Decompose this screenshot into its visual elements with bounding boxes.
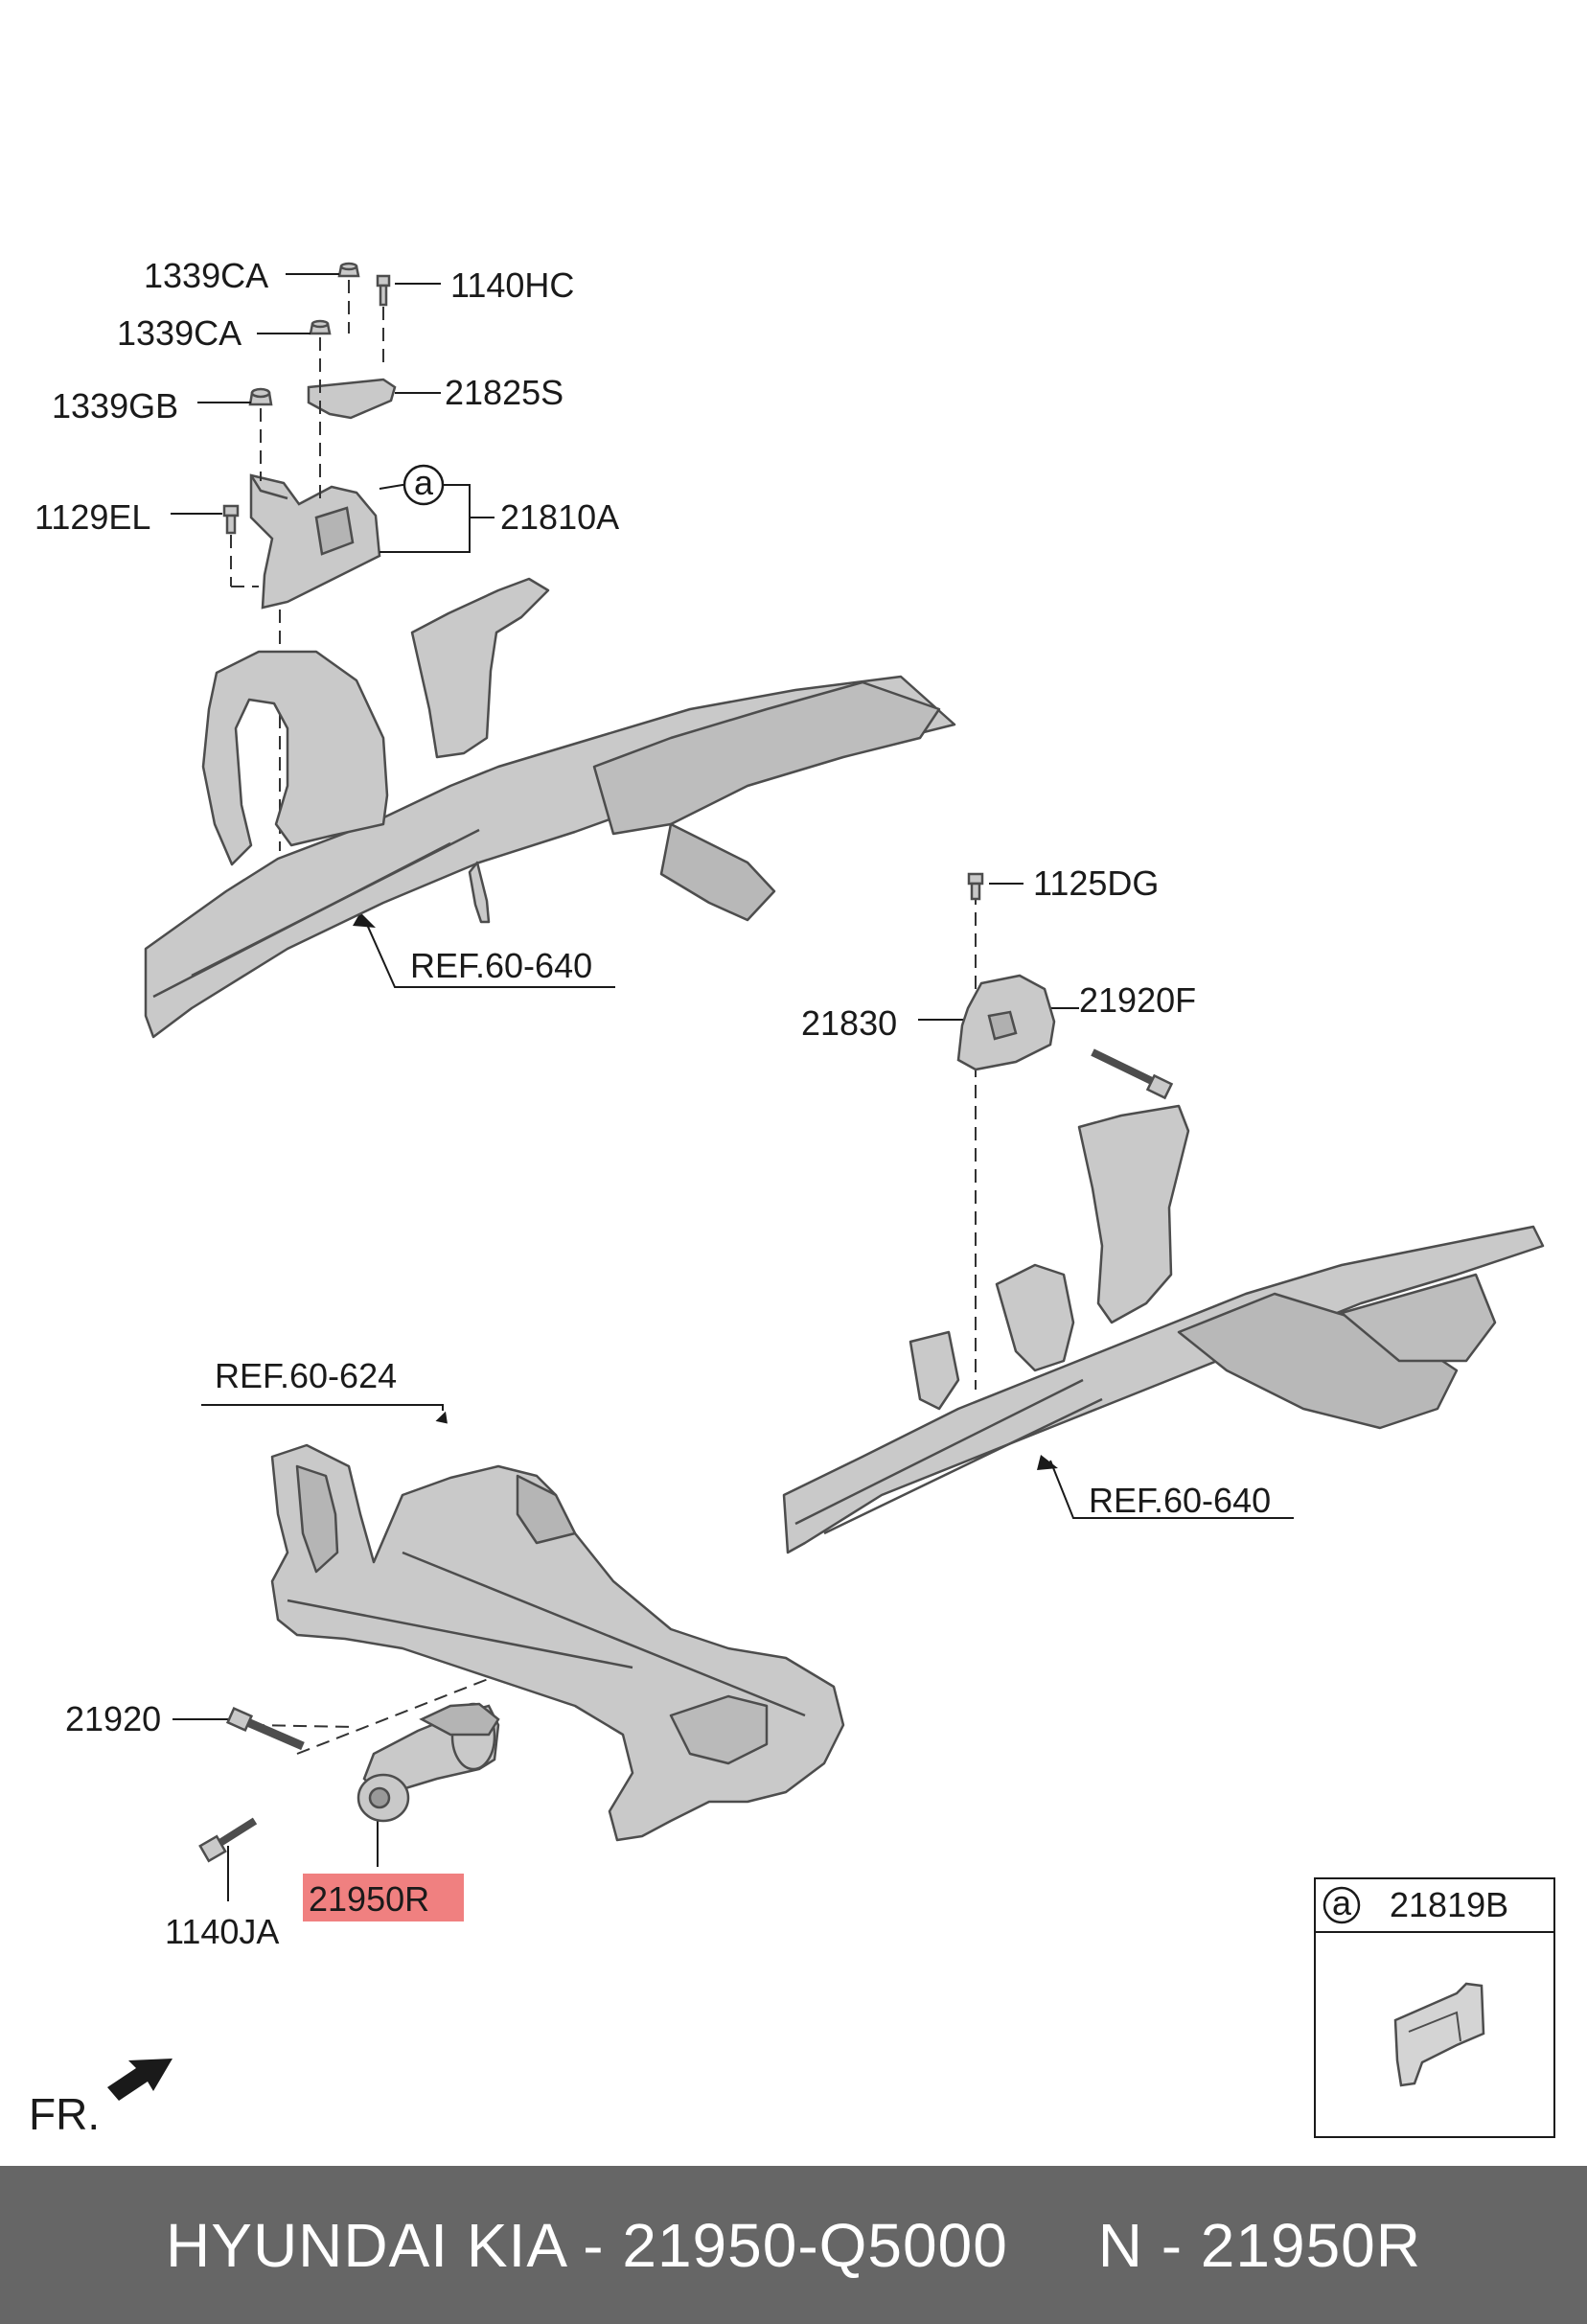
bolt-1129el	[222, 504, 240, 535]
parts-diagram: 1339CA 1140HC 1339CA 21825S 1339GB 1129E…	[29, 256, 1555, 2139]
label-ref-60-640-right: REF.60-640	[1089, 1481, 1271, 1520]
nut-1339gb	[248, 387, 273, 406]
label-fr: FR.	[29, 2089, 100, 2139]
label-ref-60-640-top: REF.60-640	[410, 946, 592, 985]
bolt-1140hc	[376, 274, 391, 307]
nut-1339ca-mid	[309, 319, 332, 335]
label-1339ca-top: 1339CA	[144, 256, 268, 295]
inset-21819b	[1314, 1877, 1555, 2138]
right-mount-assembly	[956, 872, 1174, 1100]
label-21920: 21920	[65, 1699, 161, 1738]
label-1339ca-mid: 1339CA	[117, 313, 242, 353]
label-21830: 21830	[801, 1003, 897, 1043]
label-1129el: 1129EL	[34, 497, 150, 537]
bolt-21920f	[1091, 1048, 1174, 1100]
top-engine-mount-assembly	[222, 262, 397, 610]
mount-21810a	[249, 473, 381, 610]
label-1140ja: 1140JA	[165, 1912, 279, 1951]
label-21950r: 21950R	[309, 1879, 429, 1919]
part-number-footer: HYUNDAI KIA - 21950-Q5000 N - 21950R	[0, 2166, 1587, 2324]
bracket-21825s	[307, 378, 397, 420]
bolt-21920	[225, 1706, 305, 1751]
nut-1339ca-top	[337, 262, 360, 278]
rear-roll-mount-21950r	[356, 1702, 500, 1823]
left-side-member-frame	[144, 577, 956, 1039]
bolt-1125dg	[967, 872, 984, 901]
label-1140hc: 1140HC	[450, 265, 574, 305]
bolt-1140ja	[198, 1817, 258, 1863]
subframe-crossmember	[270, 1443, 845, 1842]
label-1339gb: 1339GB	[52, 386, 178, 426]
part-highlight-box	[303, 1874, 464, 1921]
label-21825s: 21825S	[445, 373, 564, 412]
arrow-heads	[353, 912, 1058, 1470]
clip-21819b	[1393, 1982, 1485, 2087]
callout-a-label: a	[414, 463, 434, 502]
callout-a-circle	[402, 464, 445, 506]
label-ref-60-624: REF.60-624	[215, 1356, 397, 1395]
inset-callout-label: a	[1332, 1883, 1352, 1922]
label-21920f: 21920F	[1079, 980, 1196, 1020]
front-direction-arrow-icon	[107, 2059, 172, 2101]
footer-text: HYUNDAI KIA - 21950-Q5000 N - 21950R	[166, 2210, 1421, 2280]
label-21819b: 21819B	[1390, 1885, 1508, 1924]
label-21810a: 21810A	[500, 497, 619, 537]
right-side-member-frame	[782, 1104, 1545, 1554]
label-1125dg: 1125DG	[1033, 863, 1159, 903]
